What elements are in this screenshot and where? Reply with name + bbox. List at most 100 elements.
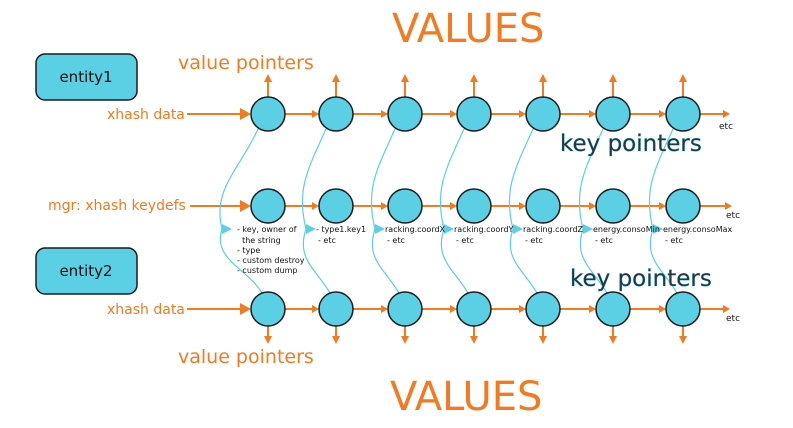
key-link-arrow-2	[375, 224, 385, 234]
value-pointers-bottom-label: value pointers	[178, 346, 314, 368]
key-name-1: - type1.key1	[316, 225, 366, 234]
key-link-top-5	[578, 128, 604, 230]
key-link-arrow-3	[444, 224, 454, 234]
first-key-note-1: - key, owner of	[237, 225, 297, 234]
key-link-arrow-1	[306, 224, 316, 234]
key-name-5: energy.consoMin	[593, 225, 660, 234]
hash-node-mid-0	[250, 188, 286, 224]
hash-node-mid-1	[318, 188, 354, 224]
chain-arrow-bot-5	[659, 305, 666, 313]
key-link-arrow-6	[653, 224, 663, 234]
chain-arrow-bot-2	[450, 305, 457, 313]
key-pointers-lower-label: key pointers	[570, 266, 712, 292]
hash-node-top-1	[318, 96, 354, 132]
key-name-4: racking.coordZ	[523, 225, 584, 234]
chain-entry-arrow-top	[240, 108, 251, 120]
key-etc-1: - etc	[318, 236, 336, 245]
chain-entry-arrow-bot	[240, 303, 251, 315]
chain-arrow-bot-0	[312, 305, 319, 313]
value-pointer-down-arrow-2	[401, 336, 409, 344]
key-etc-5: - etc	[595, 236, 613, 245]
key-link-bottom-5	[579, 228, 608, 294]
key-link-bottom-6	[649, 228, 678, 294]
chain-arrow-mid-6	[725, 202, 732, 210]
value-pointer-down-arrow-6	[679, 336, 687, 344]
value-pointer-up-arrow-3	[470, 74, 478, 82]
chain-arrow-bot-4	[589, 305, 596, 313]
hash-node-mid-5	[595, 188, 631, 224]
chain-arrow-bot-6	[723, 305, 730, 313]
values-top-title: VALUES	[392, 6, 544, 52]
value-pointer-up-arrow-4	[539, 74, 547, 82]
hash-node-top-3	[456, 96, 492, 132]
key-etc-4: - etc	[525, 236, 543, 245]
key-link-top-4	[508, 128, 534, 230]
value-pointer-down-arrow-3	[470, 336, 478, 344]
key-pointers-upper-label: key pointers	[560, 131, 702, 157]
hash-node-bot-2	[387, 291, 423, 327]
key-link-bottom-2	[371, 228, 400, 294]
chain-arrow-mid-5	[659, 202, 666, 210]
chain-arrow-top-2	[450, 110, 457, 118]
first-key-note-4: - custom destroy	[237, 256, 305, 265]
hash-node-bot-6	[665, 291, 701, 327]
entity2-box: entity2	[35, 247, 138, 295]
etc-bottom: etc	[726, 314, 740, 324]
hash-node-bot-1	[318, 291, 354, 327]
hash-node-top-5	[595, 96, 631, 132]
key-name-6: energy.consoMax	[663, 225, 733, 234]
chain-entry-arrow-mid	[240, 200, 251, 212]
first-key-note-2: the string	[237, 236, 281, 245]
value-pointer-down-arrow-1	[332, 336, 340, 344]
entity1-box: entity1	[35, 53, 138, 101]
hash-nodes	[250, 96, 701, 327]
hash-node-mid-2	[387, 188, 423, 224]
chain-arrow-top-4	[589, 110, 596, 118]
chain-arrow-top-6	[723, 110, 730, 118]
value-pointer-up-arrow-5	[609, 74, 617, 82]
key-pointer-links	[219, 128, 678, 294]
chain-arrow-mid-1	[381, 202, 388, 210]
key-link-bottom-0	[219, 228, 263, 294]
hash-node-bot-4	[525, 291, 561, 327]
chain-arrow-mid-4	[589, 202, 596, 210]
key-link-bottom-1	[302, 228, 331, 294]
chain-lines	[187, 74, 732, 344]
etc-middle: etc	[726, 211, 740, 221]
hash-node-mid-3	[456, 188, 492, 224]
hash-node-mid-4	[525, 188, 561, 224]
chain-arrow-top-5	[659, 110, 666, 118]
hash-node-top-0	[250, 96, 286, 132]
hash-node-bot-5	[595, 291, 631, 327]
key-link-top-3	[439, 128, 465, 230]
hash-node-top-6	[665, 96, 701, 132]
hash-node-mid-6	[665, 188, 701, 224]
hash-node-top-4	[525, 96, 561, 132]
etc-top: etc	[719, 122, 733, 132]
chain-arrow-bot-3	[519, 305, 526, 313]
chain-arrow-mid-3	[519, 202, 526, 210]
key-link-bottom-4	[509, 228, 538, 294]
key-link-top-0	[219, 128, 259, 230]
key-etc-2: - etc	[387, 236, 405, 245]
key-link-arrow-0	[222, 224, 232, 234]
row-label-middle: mgr: xhash keydefs	[48, 198, 186, 214]
first-key-note-3: - type	[237, 246, 260, 255]
value-pointer-down-arrow-0	[264, 336, 272, 344]
chain-arrow-mid-2	[450, 202, 457, 210]
hash-node-bot-3	[456, 291, 492, 327]
entity1-label: entity1	[59, 68, 112, 86]
key-link-bottom-3	[440, 228, 469, 294]
value-pointer-up-arrow-6	[679, 74, 687, 82]
chain-arrow-mid-0	[312, 202, 319, 210]
value-pointer-up-arrow-1	[332, 74, 340, 82]
key-link-top-1	[301, 128, 327, 230]
value-pointer-down-arrow-5	[609, 336, 617, 344]
row-label-bottom: xhash data	[107, 302, 185, 318]
hash-node-top-2	[387, 96, 423, 132]
first-key-note-5: - custom dump	[237, 266, 297, 275]
values-bottom-title: VALUES	[390, 374, 542, 420]
value-pointer-up-arrow-0	[264, 74, 272, 82]
key-link-top-2	[370, 128, 396, 230]
